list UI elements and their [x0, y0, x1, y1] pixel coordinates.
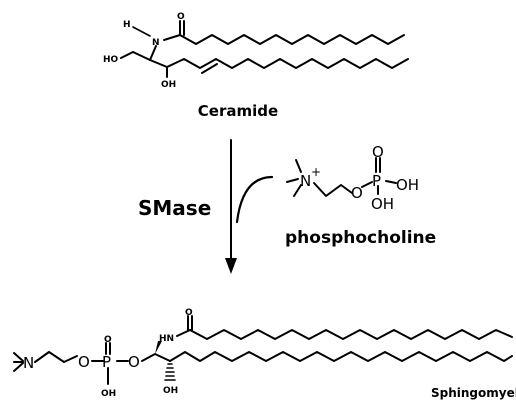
sm-methyl-top: [13, 352, 24, 362]
pc-methyl-top: [295, 159, 302, 173]
sm-methyl-bottom: [13, 362, 24, 372]
sm-c2-nh-wedge: [155, 341, 162, 354]
sm-nh-c-bond: [176, 329, 191, 337]
pc-plus-label: +: [311, 165, 321, 179]
pc-n-label: N: [300, 172, 311, 190]
ceramide-c2-c3-bond: [149, 59, 168, 68]
pc-p-label: P: [372, 172, 381, 190]
sm-backbone: [141, 353, 171, 362]
ceramide-acyl-chain: [179, 34, 405, 45]
ceramide-o-label: O: [177, 12, 185, 22]
ceramide-ch2-oh-bond: [120, 51, 134, 59]
sm-n-label: N: [23, 354, 34, 372]
ceramide-oh-label: OH: [161, 80, 176, 90]
pc-oh-right-label: OH: [396, 176, 419, 194]
pc-o-bridge-label: O: [351, 184, 363, 202]
ceramide-structure: H N O HO OH: [103, 12, 409, 90]
sm-hn-label: HN: [159, 334, 174, 344]
sphingomyelin-structure: N O P O O OH HN O OH: [13, 308, 513, 399]
ceramide-trans-double-bond: [201, 63, 218, 74]
pc-p-oh-right-bond: [385, 180, 397, 184]
pc-o-p-bond: [361, 181, 373, 188]
ceramide-ho-label: HO: [103, 55, 119, 65]
reaction-arrow-head: [225, 258, 237, 274]
phosphocholine-structure: N + O P O OH OH: [286, 143, 419, 213]
ceramide-ch2-bond: [132, 51, 151, 61]
pc-oh-bottom-label: OH: [371, 195, 394, 213]
release-curve: [235, 175, 274, 224]
sm-o2-label: O: [128, 353, 140, 371]
sm-ethyl-chain: [34, 351, 78, 363]
ceramide-n-c2-bond: [149, 45, 157, 61]
pc-methyl-left: [286, 178, 299, 183]
ceramide-sphingoid-chain: [166, 58, 409, 69]
phosphocholine-caption: phosphocholine: [285, 228, 436, 248]
ceramide-n-c1-bond: [163, 34, 181, 41]
pc-ethyl-chain: [313, 182, 353, 197]
sm-oh-label: OH: [163, 386, 178, 396]
pc-methyl-bottom: [293, 184, 302, 197]
reaction-arrow: [225, 139, 274, 274]
pc-o-top-label: O: [372, 143, 384, 161]
ceramide-h-n-bond: [132, 26, 151, 37]
sm-c3-oh-hash: [164, 363, 176, 381]
ceramide-caption: Ceramide: [198, 102, 278, 120]
sm-acyl-chain: [189, 329, 513, 340]
sm-p-label: P: [102, 353, 111, 371]
sphingomyelin-caption: Sphingomyelin: [431, 386, 516, 400]
sm-o-carbonyl-label: O: [185, 308, 193, 318]
sm-oh-p-label: OH: [101, 389, 116, 399]
ceramide-n-label: N: [152, 38, 160, 48]
enzyme-label: SMase: [138, 196, 211, 220]
sm-o-top-label: O: [104, 335, 112, 345]
sm-sphingoid-chain: [169, 351, 513, 362]
ceramide-h-label: H: [123, 20, 131, 30]
sm-o1-label: O: [78, 353, 90, 371]
